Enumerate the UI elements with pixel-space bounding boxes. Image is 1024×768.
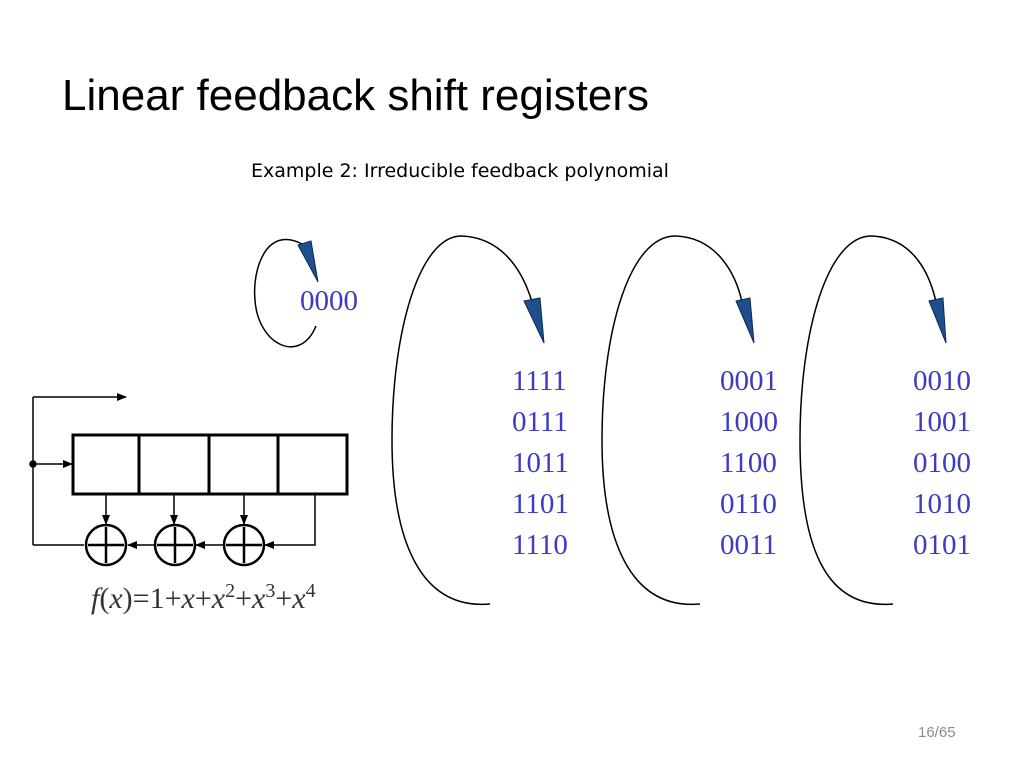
cycle-3-loop	[799, 235, 947, 605]
arrowhead-icon	[928, 297, 947, 344]
slide-subtitle: Example 2: Irreducible feedback polynomi…	[251, 160, 669, 182]
state-label: 1110	[512, 529, 568, 561]
cycle-2-curve	[601, 235, 743, 605]
state-label: 0100	[913, 447, 971, 479]
arrowhead-icon	[735, 297, 755, 344]
xor-gate-icon	[222, 523, 266, 567]
arrowhead-icon	[297, 240, 319, 283]
junction-dot	[29, 460, 37, 468]
zero-loop-curve	[253, 238, 317, 348]
xor-gate-icon	[84, 523, 128, 567]
slide-title: Linear feedback shift registers	[62, 71, 649, 120]
cycle-3-states: 0010 1001 0100 1010 0101	[913, 365, 971, 561]
cycle-2-states: 0001 1000 1100 0110 0011	[720, 365, 778, 561]
xor-gate-icon	[153, 523, 197, 567]
cycle-3-curve	[799, 235, 937, 605]
state-label: 0101	[913, 529, 971, 561]
cycle-2-loop	[601, 235, 755, 605]
zero-state-label: 0000	[300, 285, 358, 317]
cycle-1-loop	[391, 235, 545, 605]
tap-line	[264, 494, 316, 549]
zero-state-loop	[253, 238, 319, 348]
arrowhead-icon	[523, 297, 545, 344]
state-label: 1010	[913, 488, 971, 520]
state-label: 1111	[512, 365, 567, 397]
state-label: 1000	[720, 406, 778, 438]
state-label: 1001	[913, 406, 971, 438]
state-label: 0001	[720, 365, 778, 397]
state-label: 0111	[512, 406, 568, 438]
state-label: 1101	[512, 488, 569, 520]
cycle-1-curve	[391, 235, 533, 605]
lfsr-circuit	[29, 393, 349, 567]
page-number: 16/65	[918, 724, 956, 741]
state-label: 1100	[720, 447, 777, 479]
state-label: 0011	[720, 529, 777, 561]
state-label: 0110	[720, 488, 777, 520]
cycle-1-states: 1111 0111 1011 1101 1110	[512, 365, 569, 561]
state-label: 0010	[913, 365, 971, 397]
feedback-polynomial: f(x)=1+x+x2+x3+x4	[91, 580, 316, 615]
state-label: 1011	[512, 447, 569, 479]
